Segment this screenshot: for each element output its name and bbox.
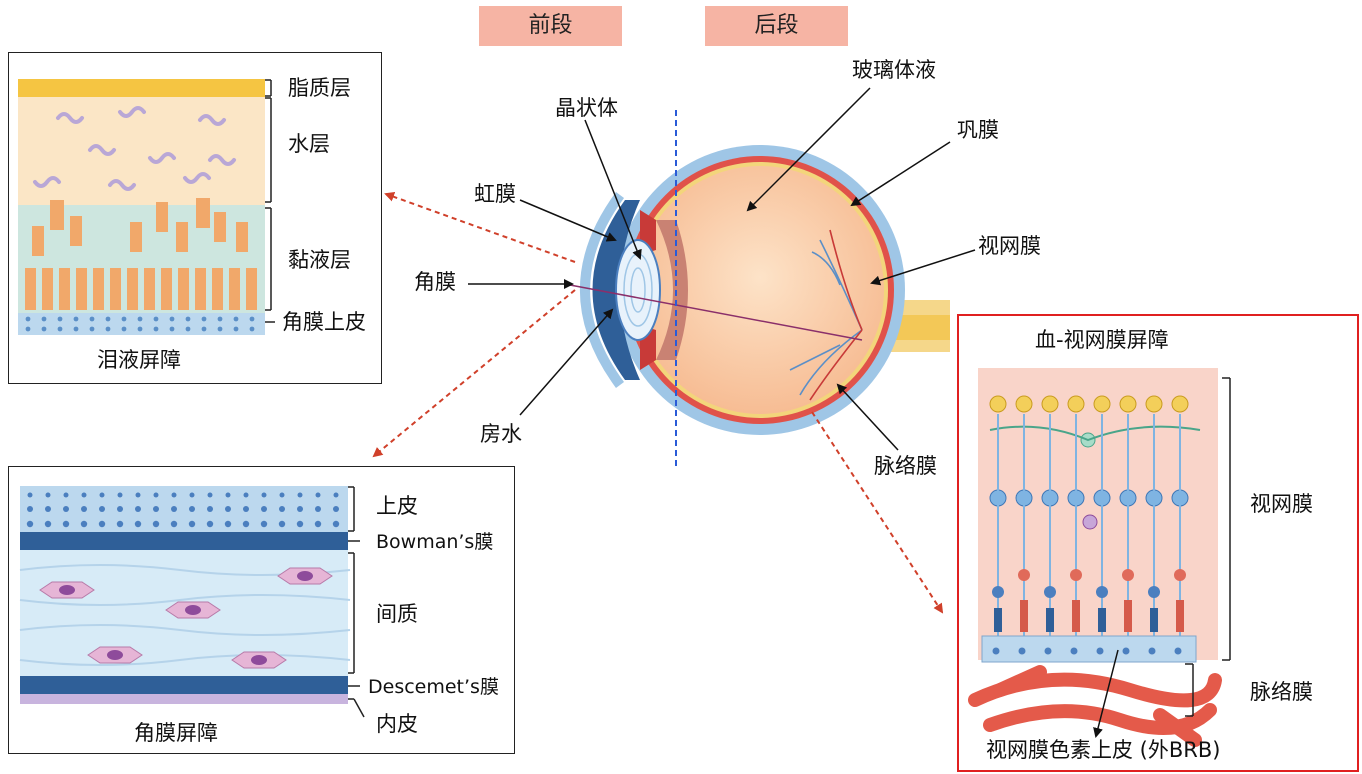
brb-title: 血-视网膜屏障 [1035, 330, 1169, 351]
rpe-layer-band [982, 636, 1196, 662]
rpe-label: 视网膜色素上皮 (外BRB) [986, 740, 1220, 761]
choroid-vessels [975, 672, 1215, 740]
brb-retina-label: 视网膜 [1250, 494, 1313, 515]
brb-choroid-label: 脉络膜 [1250, 682, 1313, 703]
